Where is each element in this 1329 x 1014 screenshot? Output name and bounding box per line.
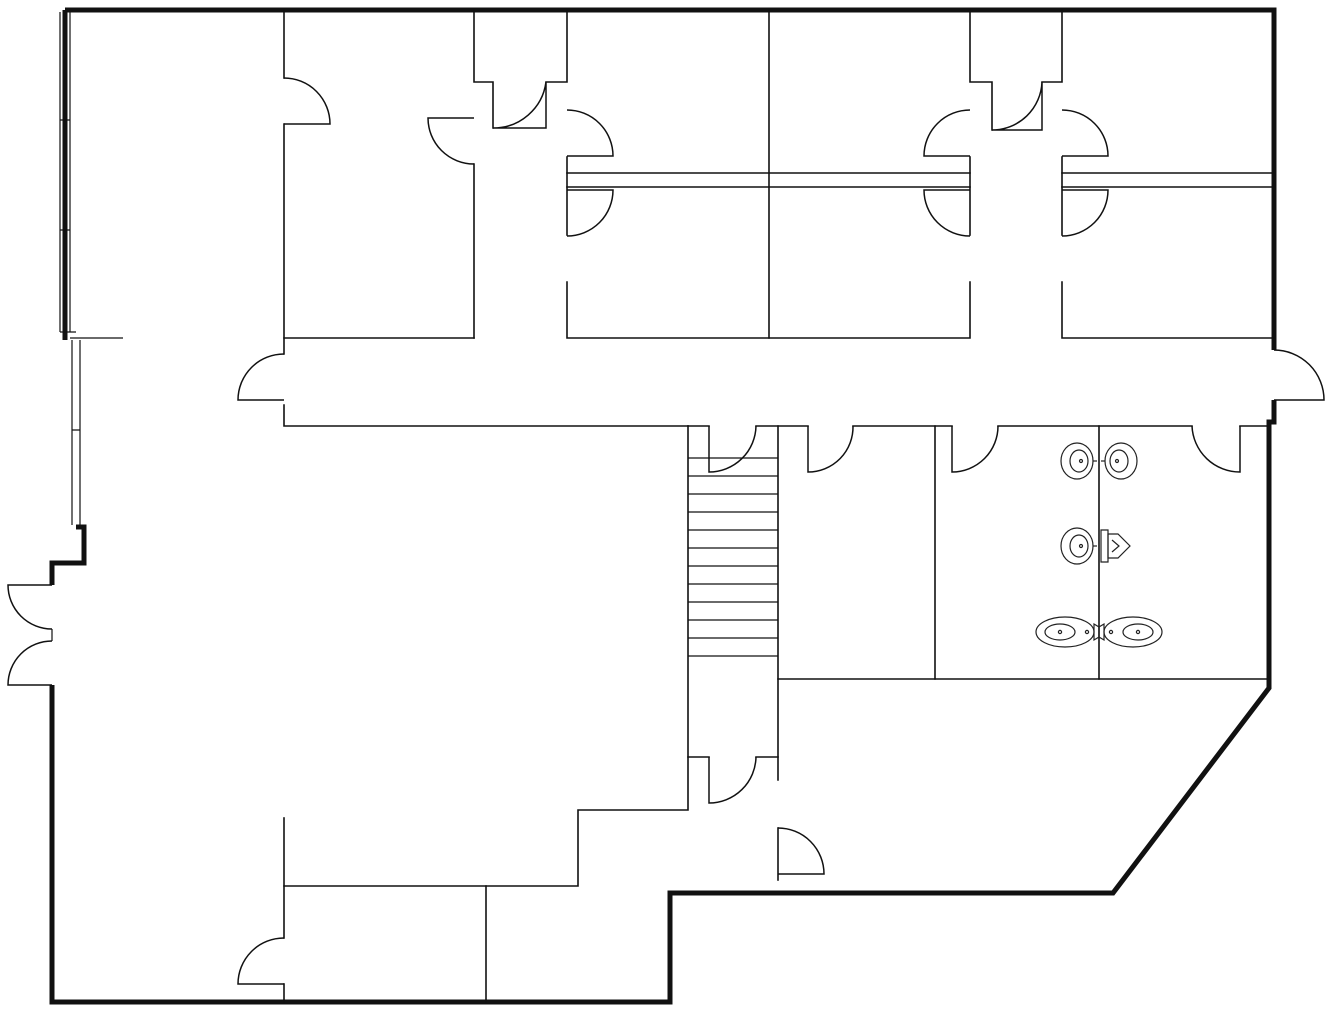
- door-swing: [566, 189, 614, 237]
- door-swing: [807, 425, 854, 473]
- door-swing: [283, 77, 331, 125]
- sink-icon: [1060, 442, 1097, 480]
- interior-walls: [283, 9, 1275, 1003]
- entrance-door-right: [7, 640, 53, 686]
- door-swing: [1061, 189, 1109, 237]
- urinal-icon: [1100, 529, 1131, 563]
- door-swing: [708, 756, 757, 804]
- restroom-fixtures: [1035, 442, 1163, 648]
- door-swing: [991, 81, 1043, 131]
- door-swing: [777, 827, 825, 875]
- door-swing: [427, 117, 475, 165]
- door-swing: [951, 425, 999, 473]
- door-swing: [237, 353, 285, 401]
- sink-icon: [1101, 442, 1138, 480]
- door-swing: [492, 81, 547, 129]
- door-swing: [923, 189, 971, 237]
- doors: [7, 77, 1325, 985]
- door-swing: [708, 425, 757, 473]
- door-swing: [923, 109, 971, 157]
- toilet-icon: [1098, 616, 1163, 648]
- entrance-door-left: [7, 584, 53, 630]
- stair-flight: [688, 457, 778, 657]
- door-swing: [566, 109, 614, 157]
- door-swing: [237, 937, 285, 985]
- door-swing: [1191, 425, 1241, 473]
- west-window-bay: [59, 12, 123, 525]
- sink-icon: [1060, 527, 1097, 565]
- door-swing: [1273, 349, 1325, 401]
- exterior-walls: [49, 7, 1277, 1005]
- door-swing: [1061, 109, 1109, 157]
